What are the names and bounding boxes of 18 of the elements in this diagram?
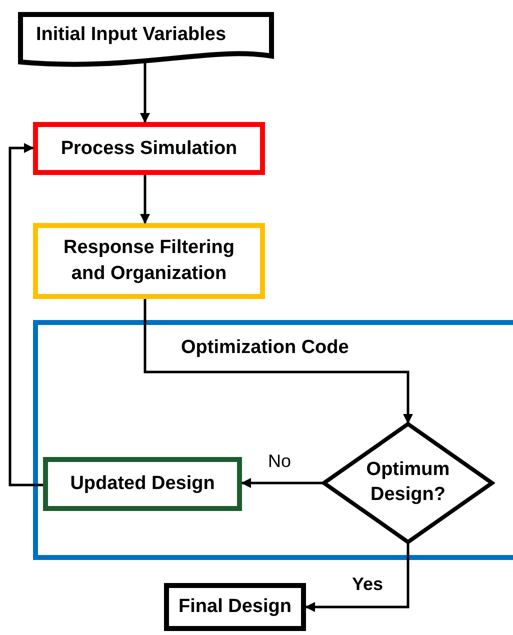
arrow xyxy=(241,478,323,488)
arrow xyxy=(140,62,150,123)
terminal-box xyxy=(164,583,306,631)
node-label: Final Design xyxy=(178,595,292,620)
node-label: Process Simulation xyxy=(60,136,238,161)
arrow xyxy=(8,143,43,486)
process-box xyxy=(33,122,265,175)
process-box xyxy=(33,223,265,299)
arrow xyxy=(144,299,413,424)
node-label: Initial Input Variables xyxy=(36,23,226,47)
arrow xyxy=(140,175,150,224)
node-label: Response Filtering and Organization xyxy=(62,236,236,286)
node-label: Optimum Design? xyxy=(365,458,451,507)
process-box xyxy=(43,457,242,511)
node-label: Updated Design xyxy=(70,472,215,496)
group-container xyxy=(33,320,513,560)
arrow xyxy=(305,543,410,612)
group-title: Optimization Code xyxy=(181,336,349,360)
